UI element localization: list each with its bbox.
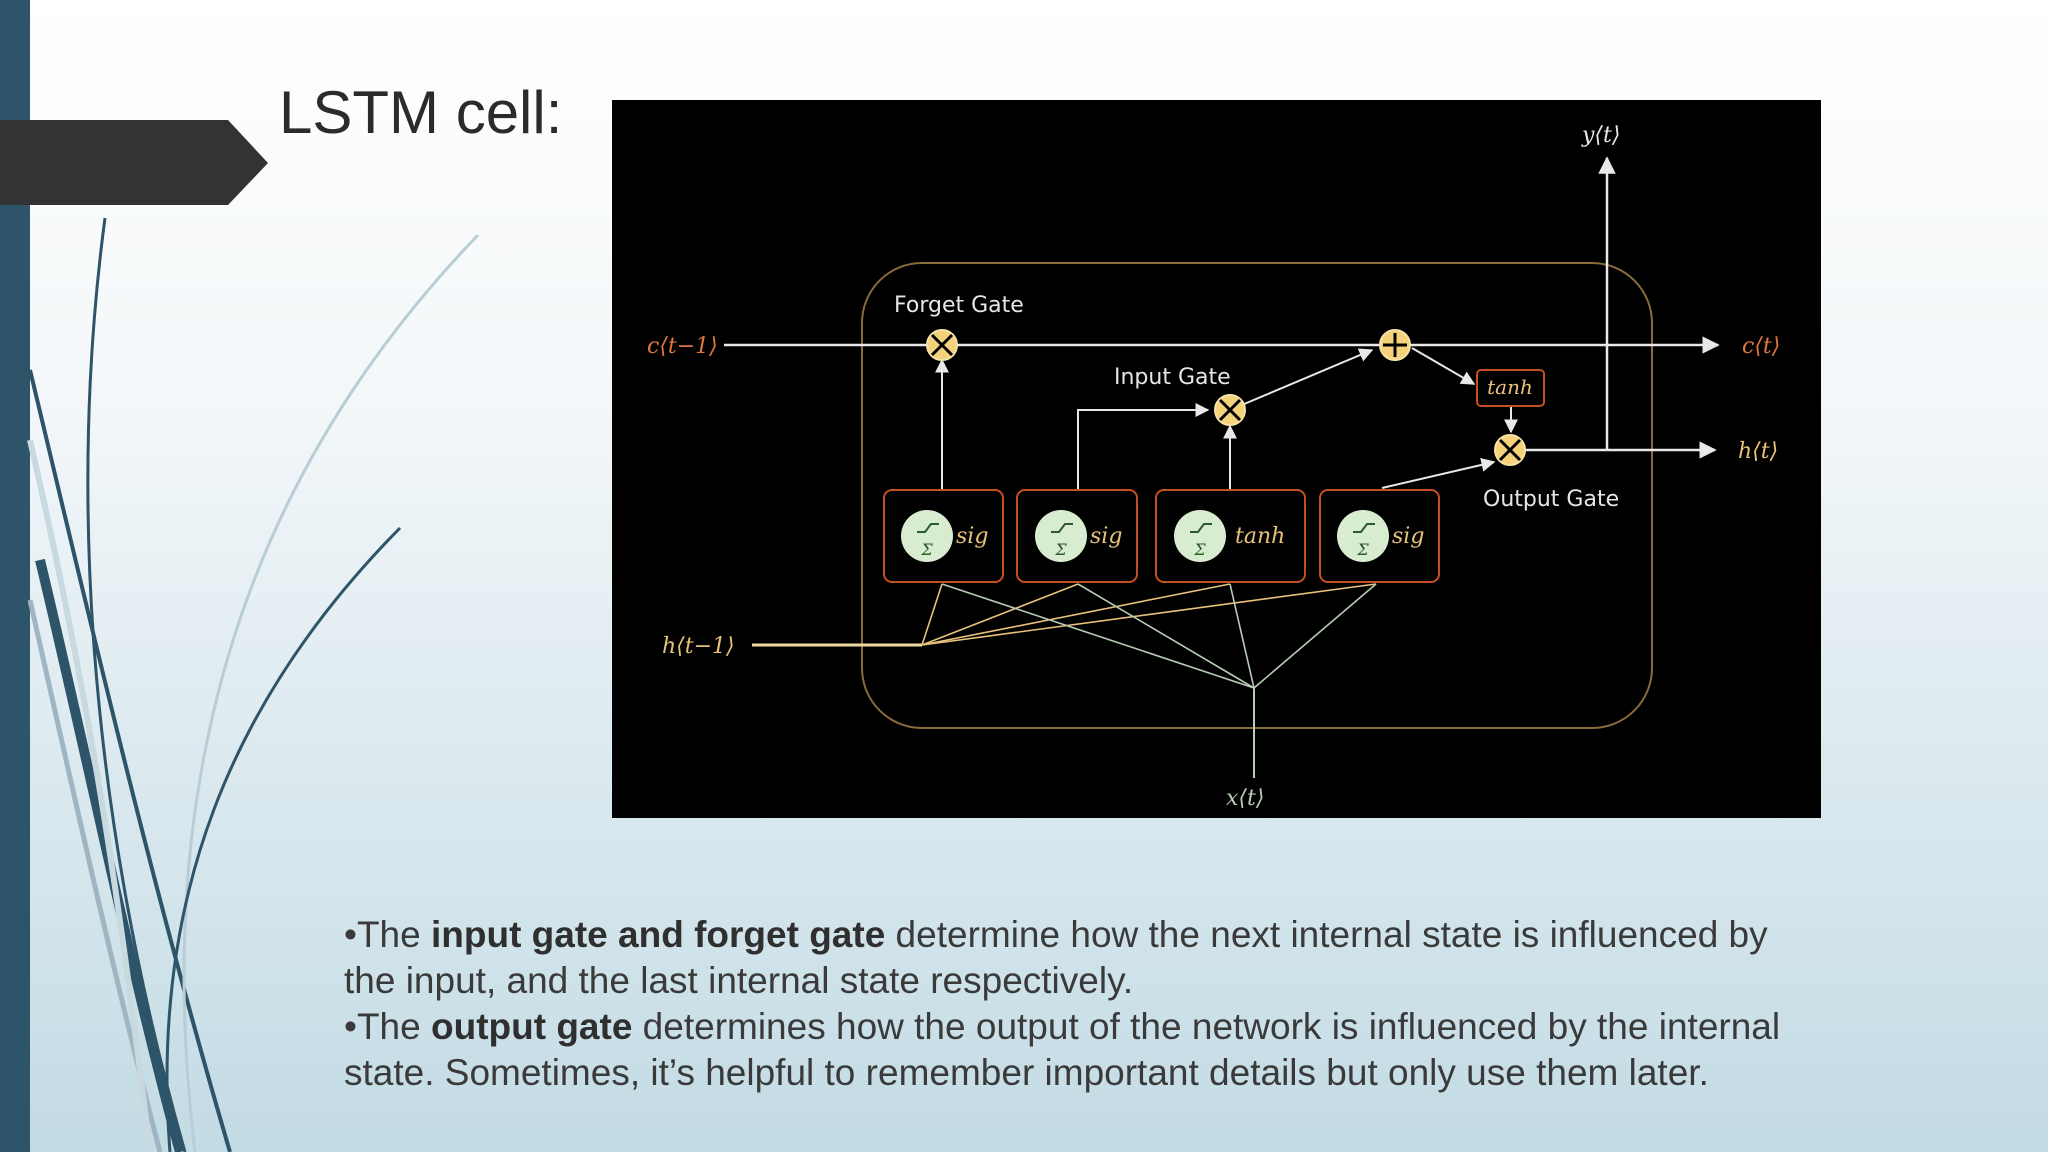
add-icon [1379, 329, 1411, 361]
neuron-icon [1035, 510, 1087, 562]
svg-text:Σ: Σ [1356, 540, 1369, 559]
cell-tanh-label: tanh [1487, 375, 1533, 399]
neuron-icon [1174, 510, 1226, 562]
cell-boundary [861, 262, 1653, 729]
c-prev-label: c⟨t−1⟩ [647, 334, 718, 359]
y-output-label: y⟨t⟩ [1581, 123, 1620, 148]
unit-activation-label: sig [1090, 524, 1122, 549]
bullet-gates: •The input gate and forget gate determin… [344, 914, 1768, 1001]
bullet-output: •The output gate determines how the outp… [344, 1006, 1781, 1093]
lstm-diagram: tanh Σ sig Σ sig Σ tanh [612, 100, 1821, 818]
x-input-label: x⟨t⟩ [1226, 786, 1264, 811]
body-text: •The input gate and forget gate determin… [344, 912, 1824, 1096]
output-gate-label: Output Gate [1483, 487, 1619, 512]
input-sig-unit: Σ sig [1016, 489, 1138, 583]
swoosh-line [28, 369, 232, 1152]
h-next-label: h⟨t⟩ [1738, 439, 1778, 464]
svg-text:Σ: Σ [1054, 540, 1067, 559]
output-multiply-icon [1494, 434, 1526, 466]
svg-text:Σ: Σ [1193, 540, 1206, 559]
forget-multiply-icon [926, 329, 958, 361]
swoosh-line [86, 217, 187, 1152]
neuron-icon [901, 510, 953, 562]
swoosh-line [182, 233, 480, 1152]
swoosh-line [165, 526, 402, 1152]
neuron-icon [1337, 510, 1389, 562]
slide-title: LSTM cell: [279, 79, 563, 146]
unit-activation-label: sig [1392, 524, 1424, 549]
c-next-label: c⟨t⟩ [1742, 334, 1780, 359]
swoosh-line [27, 439, 153, 1152]
cell-to-tanh-connection [1411, 347, 1476, 385]
unit-activation-label: tanh [1235, 524, 1285, 549]
unit-activation-label: sig [956, 524, 988, 549]
input-gate-label: Input Gate [1114, 365, 1231, 390]
forget-sig-unit: Σ sig [883, 489, 1004, 583]
cell-tanh-box [1476, 369, 1545, 407]
input-gate-connection [1077, 403, 1210, 490]
forget-gate-label: Forget Gate [894, 293, 1024, 318]
input-to-add-connection [1229, 348, 1374, 411]
x-input-fan [941, 583, 1377, 689]
svg-text:Σ: Σ [920, 540, 933, 559]
candidate-tanh-unit: Σ tanh [1155, 489, 1306, 583]
h-prev-label: h⟨t−1⟩ [662, 634, 735, 659]
input-multiply-icon [1214, 394, 1246, 426]
title-arrow-shape [0, 120, 268, 205]
output-sig-unit: Σ sig [1319, 489, 1440, 583]
output-gate-connection [1381, 458, 1496, 489]
h-prev-fan [921, 583, 1377, 646]
